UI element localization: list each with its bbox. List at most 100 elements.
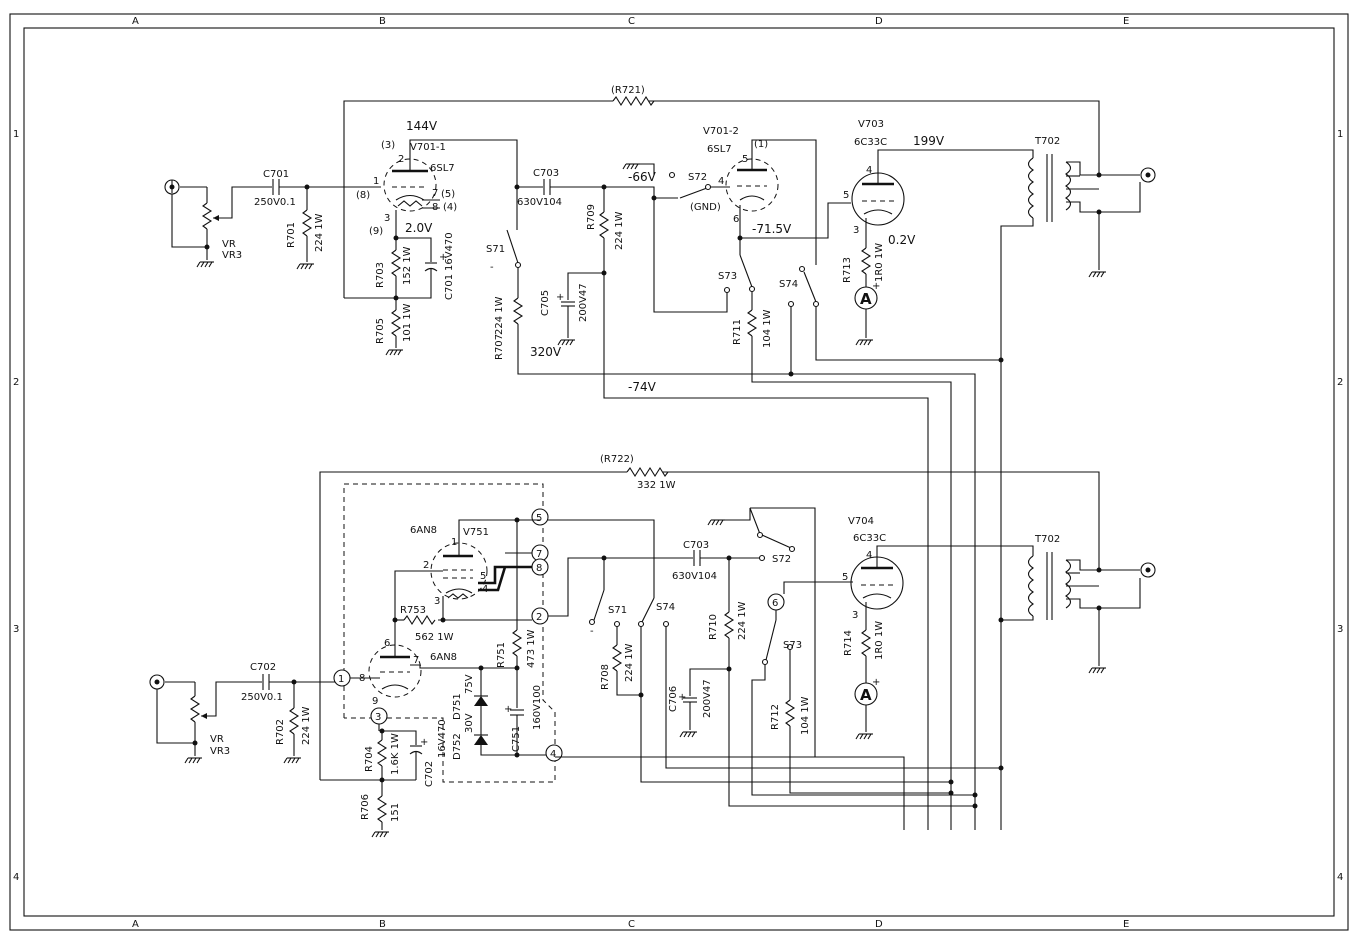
pin-label: 6 — [384, 638, 390, 649]
ground-icon — [196, 261, 215, 268]
v751-label: V751 — [463, 527, 489, 538]
pin-label: 7 — [413, 655, 419, 666]
c705-label: C705 — [540, 290, 551, 316]
vr3-label: VR3 — [222, 250, 242, 261]
ground-icon — [1088, 271, 1107, 278]
pin-label: 3 — [852, 610, 858, 621]
v751-tri-type: 6AN8 — [430, 652, 457, 663]
col-label: E — [1123, 919, 1129, 930]
row-label: 4 — [13, 872, 19, 883]
pin-label: 7 — [432, 188, 438, 199]
pin-label: (3) — [381, 140, 395, 151]
r706-value: 151 — [390, 803, 401, 822]
s72-label: S72 — [772, 554, 791, 565]
v701-2-type: 6SL7 — [707, 144, 732, 155]
s71-label: S71 — [608, 605, 627, 616]
row-label: 2 — [13, 377, 19, 388]
r722-value: 332 1W — [637, 480, 676, 491]
pin-label: 5 — [480, 571, 486, 582]
v701-2-label: V701-2 — [703, 126, 739, 137]
pin-label: 4 — [866, 165, 872, 176]
v66-label: -66V — [628, 170, 657, 184]
v199-label: 199V — [913, 134, 945, 148]
s71-minus: - — [590, 626, 594, 637]
pin-label: 9 — [372, 696, 378, 707]
col-label: A — [132, 16, 139, 27]
v701-1-label: V701-1 — [410, 142, 446, 153]
c751-value: 160V100 — [532, 685, 543, 730]
cap-plus: + — [420, 737, 428, 748]
node-marker — [531, 508, 549, 526]
pin-label: (1) — [754, 139, 768, 150]
node-label: 7 — [536, 549, 542, 560]
r705-label: R705 — [375, 318, 386, 344]
col-label: C — [628, 16, 635, 27]
r704-label: R704 — [364, 746, 375, 772]
ground-icon — [855, 339, 874, 346]
c751-label: C751 — [511, 726, 522, 752]
vr-label: VR — [210, 734, 224, 745]
pin-label: 5 — [742, 154, 748, 165]
v704-label: V704 — [848, 516, 874, 527]
pin-label: 4 — [866, 550, 872, 561]
pin-label: (8) — [356, 190, 370, 201]
ground-icon — [385, 349, 404, 356]
col-label: D — [875, 919, 883, 930]
row-label: 4 — [1337, 872, 1343, 883]
output-jack-icon — [1140, 167, 1156, 183]
c703-value: 630V104 — [517, 197, 562, 208]
d752-label: D752 — [452, 733, 463, 760]
meter-plus: + — [872, 281, 880, 292]
ground-icon — [283, 757, 302, 764]
v704-type: 6C33C — [853, 533, 886, 544]
pin-label: (4) — [443, 202, 457, 213]
cap-plus: + — [504, 704, 512, 715]
node-label: 1 — [338, 674, 344, 685]
pin-label: 3 — [434, 596, 440, 607]
col-label: B — [379, 919, 386, 930]
r711-value: 104 1W — [762, 309, 773, 348]
pin-label: (5) — [441, 189, 455, 200]
cap-plus: + — [556, 292, 564, 303]
r712-value: 104 1W — [800, 696, 811, 735]
r751-value: 473 1W — [526, 629, 537, 668]
vr-label: VR — [222, 239, 236, 250]
r709-value: 224 1W — [614, 211, 625, 250]
s74-label: S74 — [779, 279, 798, 290]
cap-plus: + — [439, 252, 447, 263]
v751-pentode-icon — [430, 542, 488, 600]
node-label: 3 — [375, 712, 381, 723]
c702-label: C702 — [250, 662, 276, 673]
node-label: 8 — [536, 563, 542, 574]
v715-label: -71.5V — [752, 222, 792, 236]
volume-pot — [201, 202, 213, 230]
ground-icon — [622, 163, 641, 170]
r753-label: R753 — [400, 605, 426, 616]
cap-plus: + — [678, 692, 686, 703]
r706-label: R706 — [360, 794, 371, 820]
r714-label: R714 — [843, 630, 854, 656]
frame: A B C D E A B C D E 1 2 3 4 1 2 3 4 — [9, 13, 1349, 931]
pin-label: 2 — [398, 154, 404, 165]
r713-value: 1R0 1W — [874, 243, 885, 282]
ground-icon — [371, 831, 390, 838]
pin-label: (9) — [369, 226, 383, 237]
t702-label: T702 — [1034, 534, 1060, 545]
node-label: 5 — [536, 513, 542, 524]
node-label: 4 — [550, 749, 556, 760]
row-label: 1 — [1337, 129, 1343, 140]
c701-label: C701 — [263, 169, 289, 180]
c703-label: C703 — [683, 540, 709, 551]
meter-label: A — [860, 686, 872, 704]
r705-value: 101 1W — [402, 303, 413, 342]
node-label: 6 — [772, 598, 778, 609]
r710-label: R710 — [708, 614, 719, 640]
c703-label: C703 — [533, 168, 559, 179]
row-label: 3 — [13, 624, 19, 635]
d752-value: 30V — [464, 713, 475, 733]
r721-resistor — [612, 95, 655, 107]
upper-channel: (R721) VR VR3 C701 250V0.1 R701 224 1W — [164, 85, 1156, 830]
v2-label: 2.0V — [405, 221, 433, 235]
ground-icon — [184, 757, 203, 764]
output-jack-icon — [1140, 562, 1156, 578]
